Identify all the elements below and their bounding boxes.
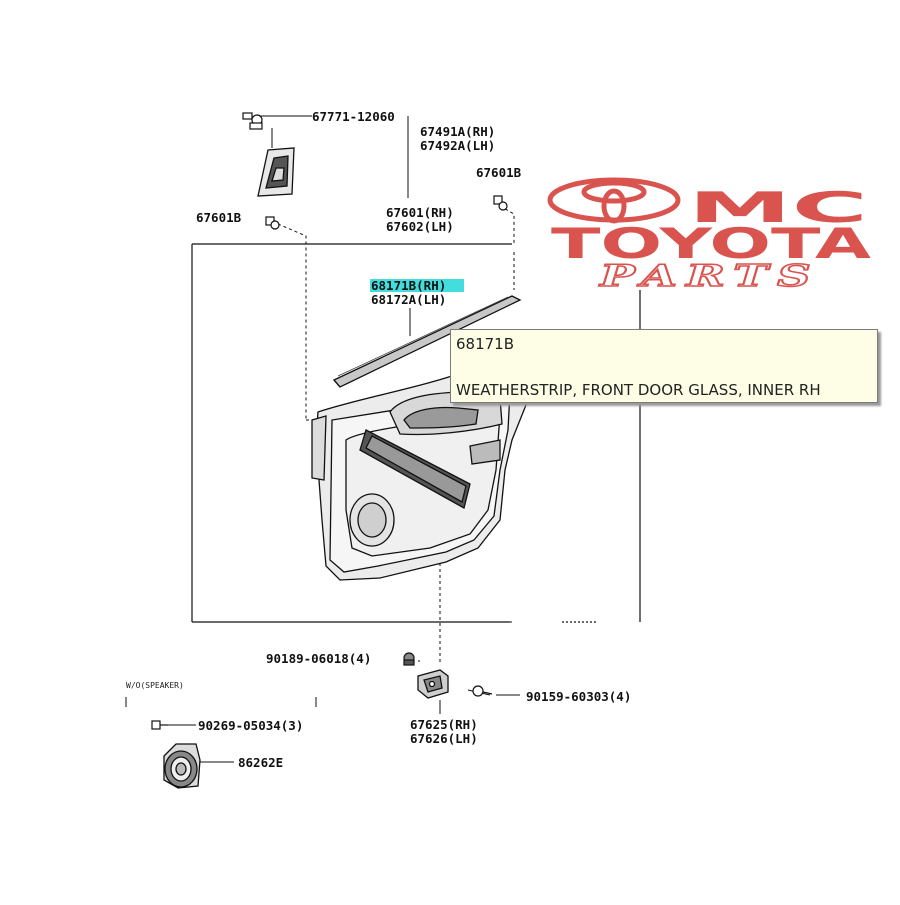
clip-right-icon [493, 195, 508, 211]
part-label-corner-cover-rh[interactable]: 67491A(RH) [420, 124, 495, 139]
toyota-emblem-icon [547, 177, 681, 224]
logo-line-toyota: TOYOTA [551, 219, 872, 268]
tooltip-part-description: WEATHERSTRIP, FRONT DOOR GLASS, INNER RH [456, 381, 821, 399]
handle-bracket-icon [417, 669, 449, 699]
part-label-screw[interactable]: 90269-05034(3) [198, 718, 303, 733]
tooltip-part-code: 68171B [456, 335, 515, 353]
clip-top-icon [242, 112, 263, 130]
part-label-bolt-a[interactable]: 90189-06018(4) [266, 651, 371, 666]
leader-lines [125, 115, 520, 763]
weatherstrip-icon [332, 295, 522, 388]
part-label-handle-rh[interactable]: 67625(RH) [410, 717, 478, 732]
part-label-weatherstrip-rh[interactable]: 68171B(RH) [371, 278, 446, 293]
part-label-clip-left[interactable]: 67601B [196, 210, 242, 225]
part-tooltip: 68171B WEATHERSTRIP, FRONT DOOR GLASS, I… [450, 329, 878, 403]
corner-cover-icon [257, 147, 295, 197]
mc-toyota-logo: MC TOYOTA PARTS [547, 177, 872, 295]
logo-line-parts: PARTS [598, 259, 820, 294]
speaker-icon [163, 743, 201, 789]
selected-part-highlight [370, 279, 464, 292]
door-trim-panel-icon [311, 359, 529, 581]
part-label-corner-cover-lh[interactable]: 67492A(LH) [420, 138, 495, 153]
part-label-speaker[interactable]: 86262E [238, 755, 283, 770]
part-label-weatherstrip-lh[interactable]: 68172A(LH) [371, 292, 446, 307]
wo-speaker-bracket: W/O(SPEAKER) [126, 681, 184, 690]
part-label-panel-lh[interactable]: 67602(LH) [386, 219, 454, 234]
bolt-a-icon [403, 652, 415, 666]
speaker-note-label: W/O(SPEAKER) [126, 681, 184, 690]
part-label-bolt-b[interactable]: 90159-60303(4) [526, 689, 631, 704]
part-label-handle-lh[interactable]: 67626(LH) [410, 731, 478, 746]
logo-line-mc: MC [688, 183, 868, 232]
part-label-clip-top[interactable]: 67771-12060 [312, 109, 395, 124]
part-label-clip-right[interactable]: 67601B [476, 165, 522, 180]
screw-b-icon [472, 685, 493, 697]
part-label-panel-rh[interactable]: 67601(RH) [386, 205, 454, 220]
clip-left-icon [265, 216, 280, 230]
screw-c-icon [151, 720, 168, 730]
